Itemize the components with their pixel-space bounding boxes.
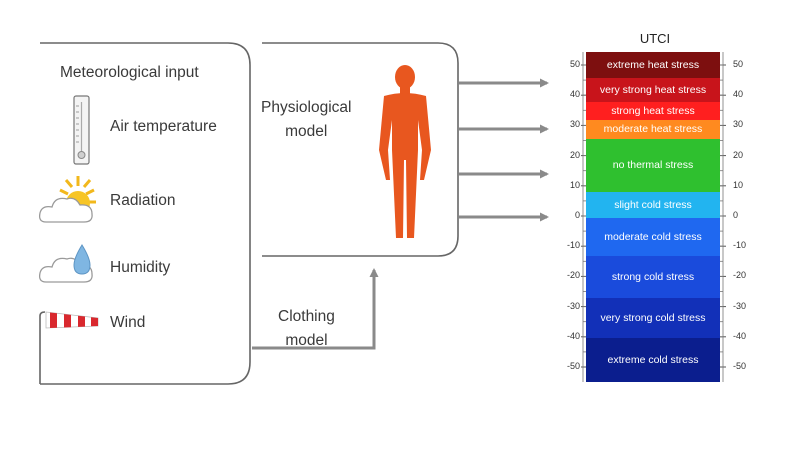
utci-tick-label-right: -10 [733, 240, 747, 251]
physiological-model-label: Physiological model [261, 96, 351, 144]
utci-tick-label-right: 50 [733, 59, 744, 69]
utci-tick-label-left: -50 [566, 361, 580, 371]
human-figure-icon [379, 65, 431, 238]
utci-tick-label-left: -10 [566, 240, 580, 251]
air-temperature-label: Air temperature [110, 118, 217, 135]
radiation-label: Radiation [110, 192, 176, 209]
utci-tick-label-left: 20 [569, 149, 580, 160]
utci-tick-label-right: -30 [733, 300, 747, 311]
windsock-icon [45, 311, 99, 329]
meteorological-input-box [40, 42, 251, 385]
utci-tick-label-right: 0 [733, 210, 739, 220]
utci-band: slight cold stress [586, 192, 720, 218]
utci-tick-label-right: 20 [733, 149, 744, 160]
utci-tick-label-right: 30 [733, 119, 744, 130]
utci-band: no thermal stress [586, 139, 720, 192]
clothing-model-line1: Clothing [278, 308, 335, 325]
utci-band: strong heat stress [586, 102, 720, 120]
utci-tick-label-left: -30 [566, 300, 580, 311]
utci-tick-label-left: 40 [569, 89, 580, 100]
sun-cloud-icon [38, 176, 96, 223]
utci-band: moderate cold stress [586, 218, 720, 256]
utci-tick-label-right: 40 [733, 89, 744, 100]
thermometer-icon [73, 95, 90, 165]
utci-tick-label-left: 50 [569, 59, 580, 69]
physiological-model-line1: Physiological [261, 99, 352, 116]
wind-feedback-line [39, 311, 46, 384]
utci-tick-label-right: -40 [733, 330, 747, 341]
utci-tick-label-left: -20 [566, 270, 580, 281]
utci-band: strong cold stress [586, 256, 720, 298]
utci-band: very strong cold stress [586, 298, 720, 338]
utci-tick-label-right: -50 [733, 361, 747, 371]
utci-tick-label-right: 10 [733, 179, 744, 190]
physiological-model-box [262, 42, 459, 257]
utci-tick-label-right: -20 [733, 270, 747, 281]
utci-tick-label-left: 0 [574, 210, 580, 220]
utci-band: extreme cold stress [586, 338, 720, 382]
utci-tick-marks [581, 52, 726, 382]
utci-title: UTCI [639, 31, 671, 46]
utci-band: extreme heat stress [586, 52, 720, 78]
wind-label: Wind [110, 314, 146, 331]
utci-band: moderate heat stress [586, 120, 720, 139]
meteorological-input-title: Meteorological input [60, 64, 199, 81]
cloud-droplet-icon [38, 244, 93, 283]
utci-tick-label-left: 30 [569, 119, 580, 130]
physiological-model-line2: model [285, 123, 328, 140]
clothing-model-arrow [252, 268, 379, 350]
humidity-label: Humidity [110, 259, 171, 276]
clothing-model-label: Clothing model [278, 305, 335, 353]
clothing-model-line2: model [285, 332, 328, 349]
utci-tick-label-left: -40 [566, 330, 580, 341]
utci-tick-label-left: 10 [569, 179, 580, 190]
utci-band: very strong heat stress [586, 78, 720, 102]
